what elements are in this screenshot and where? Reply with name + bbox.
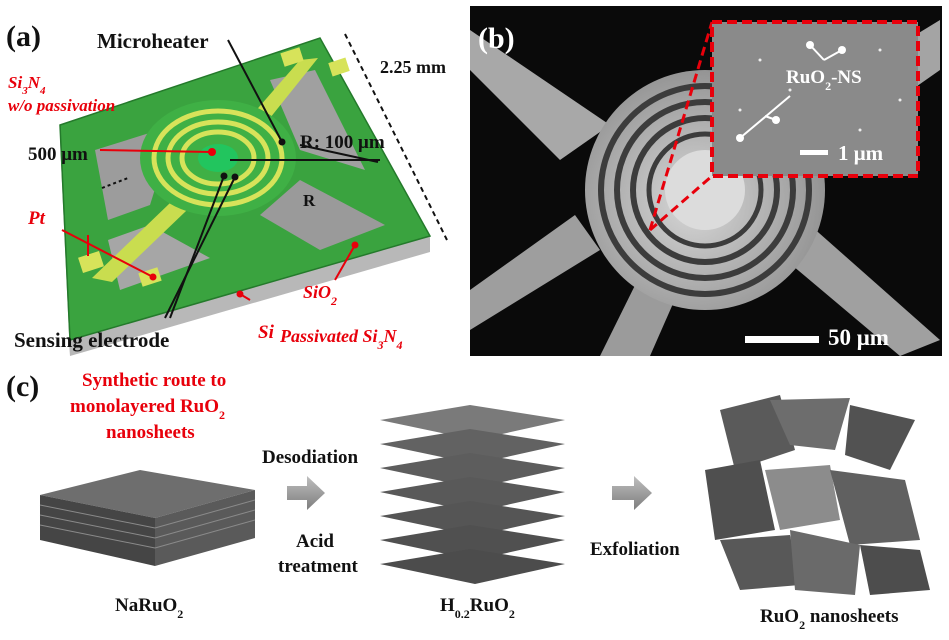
- r-label: R: [303, 191, 316, 210]
- step-arrow-2: [612, 476, 652, 510]
- window-lowright: [260, 180, 385, 250]
- panel-a-label: (a): [6, 20, 41, 53]
- size-label: 2.25 mm: [380, 57, 446, 77]
- panel-a: (a) Microheater 2.25 mm Si3N4 w/o passiv…: [6, 20, 448, 356]
- h02ruo2-label: H0.2RuO2: [440, 595, 515, 621]
- main-scalebar: [745, 336, 819, 343]
- exfoliation-label: Exfoliation: [590, 539, 680, 560]
- naruo2-label: NaRuO2: [115, 595, 183, 621]
- route-title-line3: nanosheets: [106, 422, 195, 443]
- pad-top-right-2: [328, 57, 350, 77]
- pt-label: Pt: [27, 208, 46, 229]
- step-arrow-1: [287, 476, 325, 510]
- sio2-label: SiO2: [303, 282, 337, 308]
- panel-c: (c) Synthetic route to monolayered RuO2 …: [6, 370, 930, 632]
- ruo2-nanosheets-label: RuO2 nanosheets: [760, 606, 899, 632]
- inset-scale-label: 1 μm: [838, 141, 884, 165]
- radius-label: R: 100 μm: [300, 132, 385, 153]
- naruo2-stack: [39, 470, 256, 566]
- si3n4-label: Si3N4: [8, 73, 46, 97]
- inset-scalebar: [800, 150, 828, 155]
- width-label: 500 μm: [28, 144, 88, 165]
- width-dim-arrow: [101, 177, 129, 189]
- sensing-center: [198, 144, 238, 172]
- h02ruo2-stack: [380, 405, 565, 584]
- main-scale-label: 50 μm: [828, 325, 889, 350]
- acid-label-line2: treatment: [278, 556, 359, 577]
- route-title-line1: Synthetic route to: [82, 370, 226, 391]
- size-dim-arrow: [344, 33, 448, 241]
- desodiation-label: Desodiation: [262, 447, 359, 468]
- pad-bottom-left: [78, 250, 104, 274]
- route-title-line2: monolayered RuO2: [70, 396, 225, 422]
- si-label: Si: [258, 322, 275, 343]
- microheater-label: Microheater: [97, 29, 209, 53]
- panel-b-label: (b): [478, 22, 515, 55]
- pad-top-right: [280, 47, 304, 67]
- no-passivation-label: w/o passivation: [8, 96, 115, 115]
- chip-side-front: [70, 236, 430, 356]
- sensing-electrode-label: Sensing electrode: [14, 328, 169, 352]
- panel-b: RuO2-NS 1 μm 50 μm (b): [470, 6, 942, 356]
- passivated-label: Passivated Si3N4: [279, 326, 403, 352]
- acid-label-line1: Acid: [296, 531, 334, 552]
- window-right: [270, 70, 365, 170]
- panel-c-label: (c): [6, 370, 39, 403]
- ruo2-nanosheets: [705, 395, 930, 595]
